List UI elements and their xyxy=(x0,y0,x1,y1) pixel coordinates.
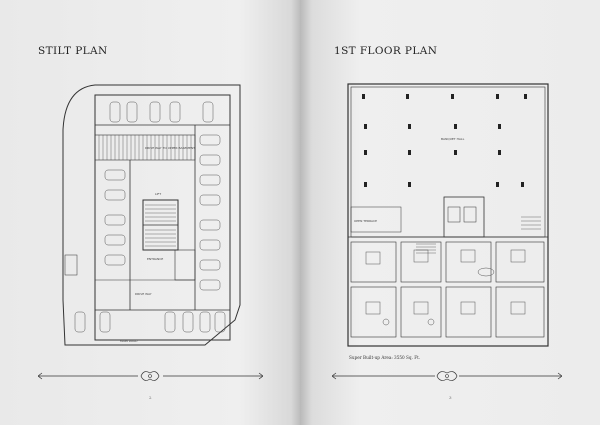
left-page-number: 2 xyxy=(149,395,152,400)
left-page: STILT PLAN xyxy=(0,0,300,425)
first-floor-plan-drawing: BANQUET HALL OPEN TERRACE xyxy=(347,83,549,347)
first-floor-plan-title: 1ST FLOOR PLAN xyxy=(334,45,438,57)
stilt-plan-drawing: DRIVE WAY TO UPPER BASEMENT LIFT ENTRANC… xyxy=(62,84,241,346)
main-road-label: MAIN ROAD xyxy=(120,339,138,343)
terrace-label: OPEN TERRACE xyxy=(354,219,377,223)
right-page-number: 3 xyxy=(449,395,452,400)
left-ornament-divider xyxy=(38,371,263,381)
super-built-up-area-caption: Super Built-up Area: 3550 Sq. Ft. xyxy=(349,355,421,360)
stilt-plan-title: STILT PLAN xyxy=(38,45,108,57)
upper-ramp-label: DRIVE WAY TO UPPER BASEMENT xyxy=(145,146,195,150)
right-ornament-divider xyxy=(332,371,562,381)
hall-label: BANQUET HALL xyxy=(441,137,465,141)
lift-label: LIFT xyxy=(155,192,161,196)
driveway-label: DRIVE WAY xyxy=(135,292,152,296)
right-page: 1ST FLOOR PLAN xyxy=(300,0,600,425)
entrance-label: ENTRANCE xyxy=(147,257,163,261)
